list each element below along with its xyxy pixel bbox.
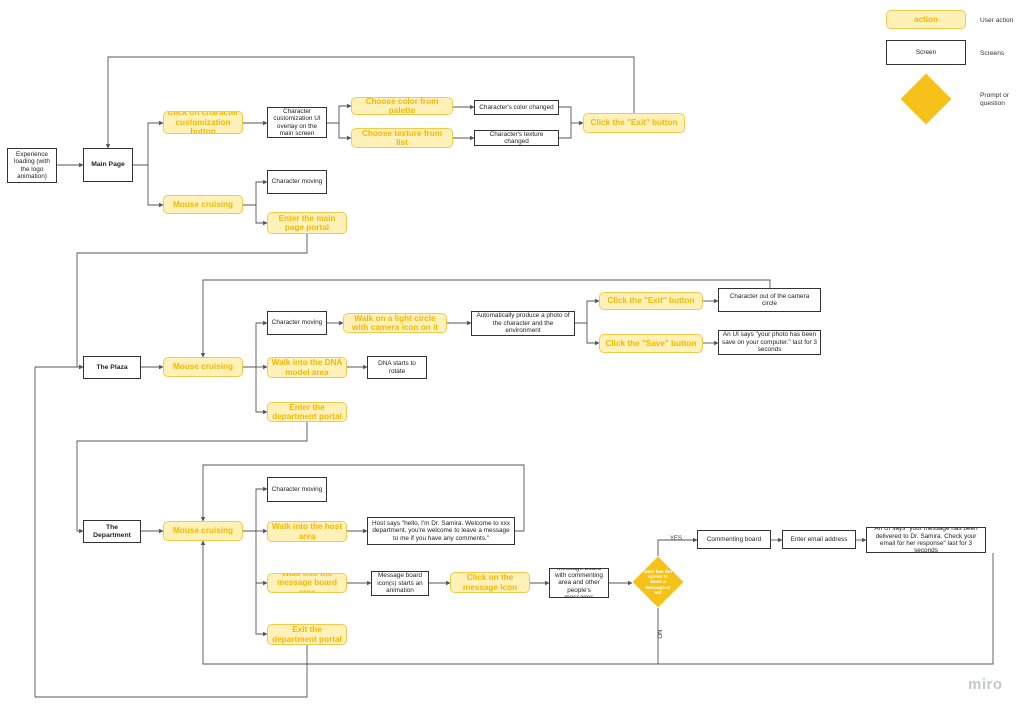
walk-dna-action: Walk into the DNA model area [267, 357, 347, 378]
exit-department-portal-action: Exit the department portal [267, 624, 347, 645]
connector-line-11 [105, 56, 635, 149]
choose-color-action: Choose color from palette [351, 97, 453, 115]
dna-rotate-screen: DNA starts to rotate [367, 356, 427, 379]
legend-action-desc: User action [980, 17, 1014, 24]
connector-line-6 [338, 123, 352, 141]
connector-line-34 [200, 464, 525, 532]
no-label: NO [655, 629, 662, 639]
mouse-cruising-main: Mouse cruising [163, 195, 243, 214]
exit-button-action-plaza: Click the "Exit" button [599, 292, 703, 310]
character-moving-plaza: Character moving [267, 311, 327, 335]
legend-prompt-desc: Prompt or question [980, 92, 1009, 107]
connector-line-9 [559, 106, 572, 139]
auto-photo-screen: Automatically produce a photo of the cha… [471, 311, 575, 336]
message-delivered-screen: An UI says "your message has been delive… [866, 527, 986, 553]
host-says-screen: Host says "hello, I'm Dr. Samira. Welcom… [367, 517, 515, 545]
connector-line-29 [243, 486, 268, 532]
commenting-board-screen: Commenting board [697, 530, 771, 549]
photo-saved-screen: An UI says "your photo has been save on … [718, 330, 821, 355]
connector-line-39 [657, 537, 698, 556]
connector-line-22 [586, 323, 600, 346]
enter-email-screen: Enter email address [782, 530, 856, 549]
color-changed-screen: Character's color changed [474, 100, 559, 115]
walk-light-circle-action: Walk on a light circle with camera icon … [343, 313, 447, 333]
connector-line-2 [133, 120, 164, 166]
connector-line-43 [200, 540, 994, 665]
yes-label: YES [670, 536, 683, 542]
decision-text: User has the option to leave a message o… [644, 568, 672, 595]
customization-overlay-screen: Character customization UI overlay on th… [267, 107, 327, 138]
connector-line-14 [76, 234, 308, 370]
legend-screen-sample: Screen [886, 40, 966, 65]
enter-main-portal-action: Enter the main page portal [267, 212, 347, 234]
main-page-screen: Main Page [83, 148, 133, 182]
miro-watermark: miro [968, 676, 1003, 693]
connector-line-26 [200, 279, 771, 358]
connector-line-31 [255, 531, 268, 586]
legend-action-sample: action [886, 10, 966, 29]
connector-line-32 [255, 583, 268, 637]
mouse-cruising-plaza: Mouse cruising [163, 357, 243, 377]
save-button-action: Click the "Save" button [599, 334, 703, 353]
character-moving-main: Character moving [267, 170, 327, 194]
connector-line-5 [327, 103, 352, 124]
click-message-icon-action: Click on the message icon [450, 572, 530, 593]
connector-line-17 [255, 367, 268, 415]
connector-line-16 [243, 320, 268, 368]
texture-changed-screen: Character's texture changed [474, 130, 559, 146]
legend-screen-desc: Screens [980, 50, 1005, 57]
loading-screen: Experience loading (with the logo animat… [7, 148, 57, 183]
out-of-circle-screen: Character out of the camera circle [718, 288, 821, 312]
exit-button-action-main: Click the "Exit" button [583, 113, 685, 133]
connector-line-3 [147, 165, 164, 208]
connector-line-13 [255, 205, 268, 226]
department-screen: The Department [83, 520, 141, 543]
walk-host-action: Walk into the host area [267, 521, 347, 542]
mouse-cruising-department: Mouse cruising [163, 521, 243, 541]
message-board-screen: Message board with commenting area and o… [549, 568, 609, 598]
enter-department-portal-action: Enter the department portal [267, 402, 347, 422]
choose-texture-action: Choose texture from list [351, 128, 453, 148]
board-icon-animation-screen: Message board icon(s) starts an animatio… [371, 571, 429, 596]
character-moving-department: Character moving [267, 477, 327, 502]
connector-line-12 [243, 179, 268, 206]
walk-message-board-action: Walk into the message board area [267, 573, 347, 593]
connector-line-21 [575, 298, 600, 324]
click-customization-action: Click on character customization button [163, 111, 243, 134]
connector-line-27 [76, 422, 308, 534]
connector-line-44 [34, 364, 308, 698]
plaza-screen: The Plaza [83, 356, 141, 379]
